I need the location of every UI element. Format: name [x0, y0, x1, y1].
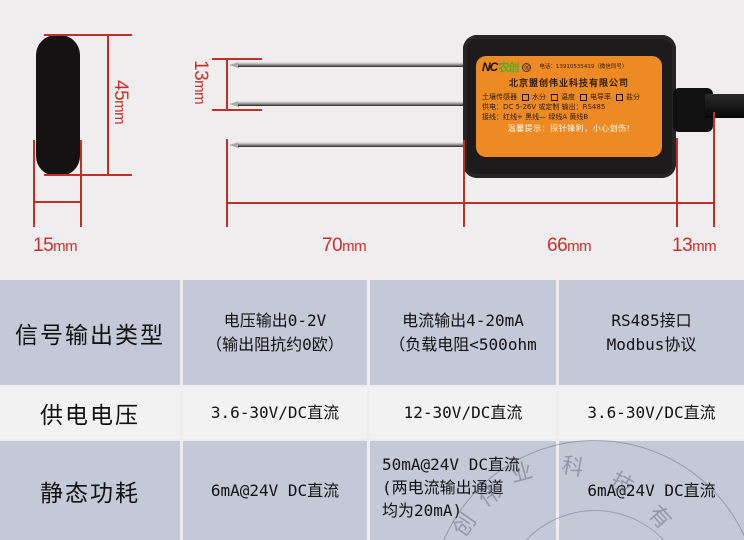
- cell-line: 均为20mA): [382, 501, 463, 521]
- dim-13-line: [226, 58, 228, 111]
- cable: [705, 94, 744, 118]
- dim-horizontal-line: [226, 202, 715, 204]
- sensor-side-view: [36, 35, 80, 176]
- product-label-plate: NC农创 ® 电话：13910535419（微信同号） 北京盟创伟业科技有限公司…: [476, 56, 662, 157]
- option-temperature: 温度: [561, 92, 575, 101]
- table-row-static-power: 静态功耗 6mA@24V DC直流 50mA@24V DC直流 (两电流输出通道均…: [0, 441, 744, 540]
- dim-15-left-extension: [33, 140, 35, 227]
- plate-company-name: 北京盟创伟业科技有限公司: [508, 78, 629, 89]
- checkbox-icon: [616, 93, 623, 101]
- spec-table: 信号输出类型 电压输出0-2V （输出阻抗约0欧） 电流输出4-20mA （负载电阻…: [0, 280, 744, 540]
- dim-15-right-extension: [80, 140, 82, 227]
- dim-45-top-extension: [44, 34, 132, 36]
- dim-13-bottom-extension: [212, 109, 262, 111]
- dim-70-left-extension: [226, 139, 228, 227]
- table-cell: RS485接口 Modbus协议: [559, 280, 744, 385]
- dim-13-right-extension: [713, 112, 715, 227]
- dim-13-connector-label: 13mm: [672, 235, 717, 256]
- table-cell: 50mA@24V DC直流 (两电流输出通道均为20mA): [370, 441, 559, 540]
- cell-line: 50mA@24V DC直流: [382, 455, 520, 474]
- dim-45-bottom-extension: [44, 174, 132, 176]
- probe-tip-3: [229, 142, 239, 148]
- table-cell: 电流输出4-20mA （负载电阻<500ohm: [370, 280, 559, 385]
- probe-1: [238, 62, 466, 67]
- dim-45-line: [107, 34, 109, 176]
- cell-line: (两电流输出通道: [382, 478, 504, 498]
- table-cell: 12-30V/DC直流: [370, 387, 559, 439]
- table-cell: 电压输出0-2V （输出阻抗约0欧）: [183, 280, 370, 385]
- table-row-signal-output: 信号输出类型 电压输出0-2V （输出阻抗约0欧） 电流输出4-20mA （负载电阻…: [0, 280, 744, 385]
- dim-45-label: 45mm: [110, 80, 131, 125]
- dim-13-probe-label: 13mm: [190, 60, 211, 105]
- sensor-type-label: 土壤传感器: [482, 92, 517, 101]
- probe-tip-1: [229, 62, 239, 68]
- dim-66-label: 66mm: [547, 235, 592, 256]
- checkbox-icon: [551, 93, 558, 101]
- table-cell: 3.6-30V/DC直流: [559, 387, 744, 439]
- table-cell: 6mA@24V DC直流: [183, 441, 370, 540]
- option-conductivity: 电导率: [590, 92, 611, 101]
- dim-66-13-boundary-extension: [676, 138, 678, 227]
- option-salinity: 盐分: [626, 92, 640, 101]
- probe-2: [238, 101, 466, 106]
- row-header-signal-output: 信号输出类型: [0, 280, 183, 385]
- option-moisture: 水分: [532, 92, 546, 101]
- cell-line: RS485接口: [611, 311, 692, 331]
- dim-70-66-boundary-extension: [463, 140, 465, 227]
- plate-warning: 温馨提示：探针锋利，小心划伤!: [507, 124, 631, 134]
- dim-15-line: [33, 201, 82, 203]
- cell-line: Modbus协议: [606, 334, 697, 354]
- plate-wiring-line: 接线：红线+ 黑线— 绿线A 黄线B: [482, 113, 589, 122]
- checkbox-icon: [522, 93, 529, 101]
- dim-15-label: 15mm: [33, 235, 78, 256]
- dim-70-label: 70mm: [322, 235, 367, 256]
- registered-trademark-icon: ®: [522, 63, 532, 73]
- cell-line: （输出阻抗约0欧）: [206, 334, 344, 354]
- cell-line: 电流输出4-20mA: [402, 311, 524, 331]
- row-header-supply-voltage: 供电电压: [0, 387, 183, 439]
- plate-power-line: 供电：DC 5-26V 或定制 输出：RS485: [482, 103, 606, 112]
- cell-line: （负载电阻<500ohm: [389, 334, 537, 354]
- checkbox-icon: [580, 93, 587, 101]
- cell-line: 电压输出0-2V: [223, 311, 327, 331]
- row-header-static-power: 静态功耗: [0, 441, 183, 540]
- sensor-dimension-diagram: 45mm 15mm 13mm NC农创 ® 电话：13910535419（微信同…: [33, 34, 744, 256]
- probe-tip-2: [229, 101, 239, 107]
- plate-sensor-options: 土壤传感器 水分 温度 电导率 盐分: [482, 92, 656, 102]
- table-row-supply-voltage: 供电电压 3.6-30V/DC直流 12-30V/DC直流 3.6-30V/DC…: [0, 387, 744, 439]
- brand-logo: NC农创: [482, 60, 519, 74]
- table-cell: 6mA@24V DC直流: [559, 441, 744, 540]
- probe-3: [238, 142, 466, 147]
- plate-phone: 电话：13910535419（微信同号）: [539, 63, 628, 70]
- dim-13-top-extension: [212, 58, 262, 60]
- table-cell: 3.6-30V/DC直流: [183, 387, 370, 439]
